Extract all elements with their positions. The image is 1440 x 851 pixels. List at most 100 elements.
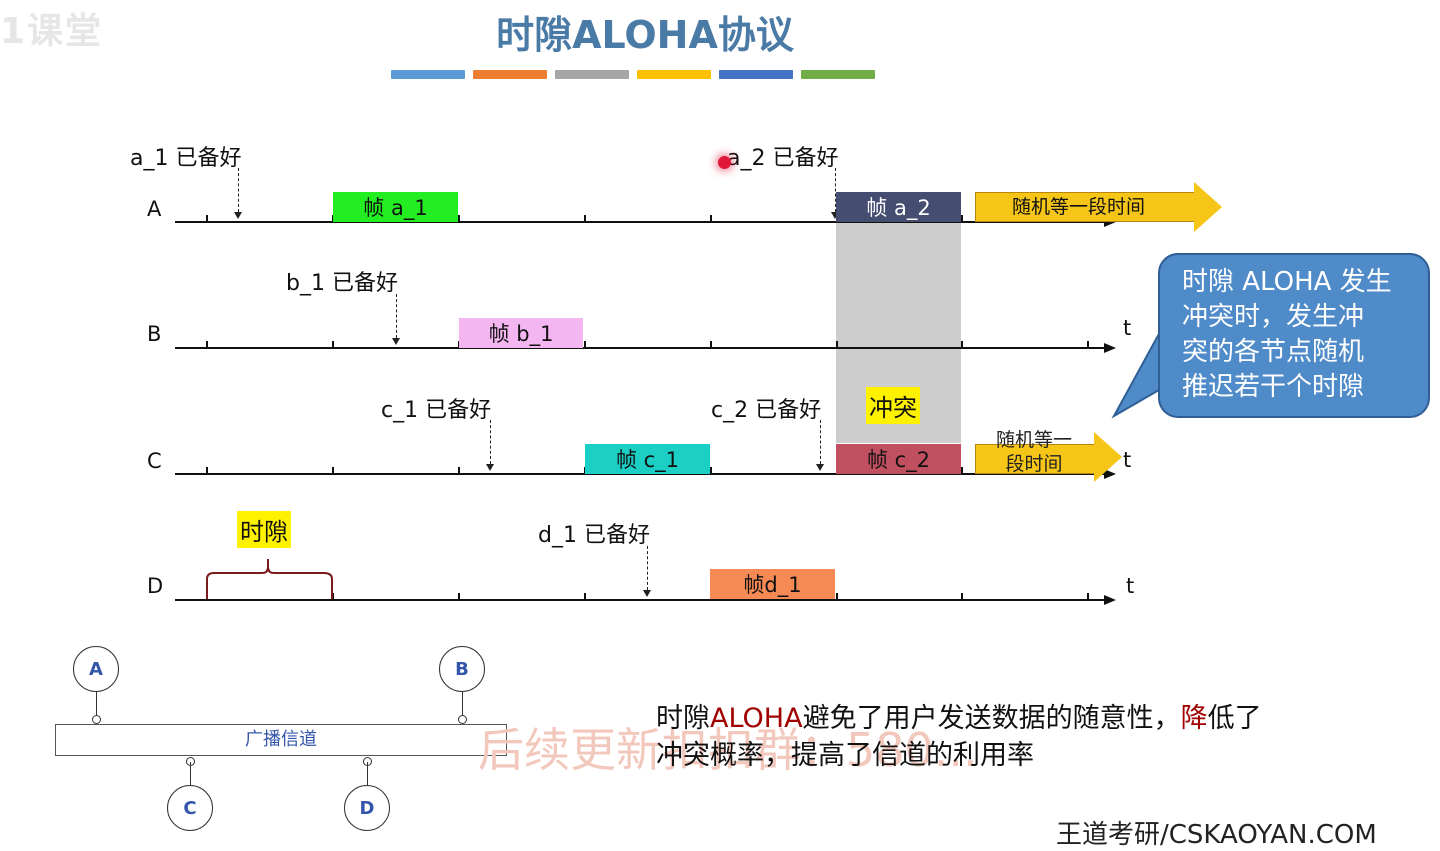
color-bar-segment [391,70,465,79]
slot-brace-icon [206,559,333,599]
color-bar-segment [637,70,711,79]
network-node-b: B [439,646,485,692]
color-bar-segment [801,70,875,79]
lane-label-d: D [147,574,164,598]
frame-a1: 帧 a_1 [333,192,458,222]
frame-b1: 帧 b_1 [459,318,583,348]
footer-brand: 王道考研/CSKAOYAN.COM [1056,820,1377,850]
frame-c2: 帧 c_2 [836,444,961,474]
slot-tick [206,467,208,474]
time-label-c: t [1123,448,1132,472]
ready-arrowhead-a1 [234,212,242,219]
network-dot-a [92,715,101,724]
slot-tick [710,341,712,348]
slot-label: 时隙 [237,511,291,548]
corner-logo: 1课堂 [0,11,104,52]
network-stem-d [367,762,368,786]
slot-tick [1087,341,1089,348]
network-node-d: D [344,785,390,831]
slot-tick [961,593,963,600]
note-middle: 避免了用户发送数据的随意性， [802,703,1181,734]
network-node-a: A [73,646,119,692]
time-label-d: t [1126,574,1135,598]
slot-tick [458,467,460,474]
network-stem-b [462,692,463,718]
ready-label-a2: a_2 已备好 [727,146,839,171]
time-axis-line [175,473,1105,475]
ready-arrowhead-c2 [816,464,824,471]
slot-tick [206,341,208,348]
note-prefix: 时隙 [656,703,710,734]
slot-tick [332,341,334,348]
network-node-c: C [167,785,213,831]
axis-arrow-icon [1104,595,1116,605]
ready-arrow-a2 [835,168,836,212]
callout-box: 时隙 ALOHA 发生 冲突时，发生冲 突的各节点随机 推迟若干个时隙 [1158,253,1430,418]
slot-tick [836,341,838,348]
ready-label-b1: b_1 已备好 [286,271,398,296]
slot-tick [458,215,460,222]
slot-tick [458,593,460,600]
ready-label-a1: a_1 已备好 [130,146,242,171]
lane-label-a: A [147,197,162,221]
ready-arrow-b1 [396,294,397,338]
ready-arrow-d1 [647,546,648,590]
broadcast-channel: 广播信道 [55,724,507,756]
ready-arrowhead-b1 [392,338,400,345]
ready-arrowhead-a2 [831,212,839,219]
slot-tick [710,467,712,474]
slot-tick [961,341,963,348]
slot-tick [332,467,334,474]
wait-arrow-c-line2: 段时间 [1005,453,1063,475]
callout-line-3: 突的各节点随机 [1182,337,1365,367]
slot-tick [584,341,586,348]
watermark: 后续更新扣扣群：580... [478,723,978,777]
frame-a2: 帧 a_2 [836,192,961,222]
axis-arrow-icon [1104,217,1116,227]
ready-arrowhead-d1 [643,590,651,597]
slot-tick [584,593,586,600]
network-stem-a [96,692,97,718]
time-axis-line [175,347,1105,349]
lane-label-b: B [147,322,162,346]
callout-line-1: 时隙 ALOHA 发生 [1182,267,1392,297]
time-axis-line [175,599,1105,601]
wait-arrowhead-c [1094,432,1122,482]
slot-tick [961,467,963,474]
ready-arrow-c2 [820,420,821,464]
note-highlight: ALOHA [710,703,803,734]
network-dot-b [458,715,467,724]
laser-pointer-icon [718,156,731,169]
slot-tick [584,215,586,222]
callout-line-4: 推迟若干个时隙 [1182,372,1365,402]
color-bar-segment [719,70,793,79]
slot-tick [206,215,208,222]
frame-c1: 帧 c_1 [585,444,710,474]
wait-arrow-c-line1: 随机等一 [996,429,1073,451]
wait-arrow-a: 随机等一段时间 [975,192,1195,222]
time-axis-line [175,221,1105,223]
page-title: 时隙ALOHA协议 [496,13,794,57]
slot-tick [961,215,963,222]
network-stem-c [190,762,191,786]
wait-arrowhead-a [1194,182,1222,232]
note-highlight-2: 降 [1180,703,1208,734]
ready-label-c1: c_1 已备好 [381,398,492,423]
slot-tick [836,593,838,600]
lane-label-c: C [147,449,162,473]
axis-arrow-icon [1104,343,1116,353]
color-bar-segment [473,70,547,79]
ready-label-d1: d_1 已备好 [538,523,650,548]
ready-arrow-c1 [490,420,491,464]
slot-tick [710,215,712,222]
collision-label: 冲突 [866,387,920,424]
frame-d1: 帧d_1 [710,569,835,599]
time-label-b: t [1123,316,1132,340]
slot-tick [1087,593,1089,600]
wait-arrow-c [975,444,1095,474]
ready-label-c2: c_2 已备好 [711,398,822,423]
callout-line-2: 冲突时，发生冲 [1182,302,1365,332]
note-rest: 低了冲突概率，提高了信道的利用率 [656,703,1262,771]
wait-arrow-c-text: 随机等一 段时间 [996,428,1072,476]
color-bar-segment [555,70,629,79]
